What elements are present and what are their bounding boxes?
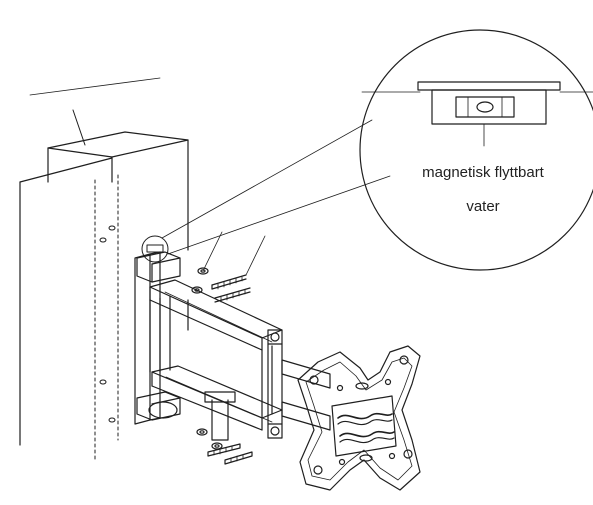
- callout-label-line2: vater: [466, 198, 500, 215]
- callout-circle: [359, 29, 593, 271]
- outer-arms: [204, 359, 331, 441]
- wall-plate: [134, 251, 181, 425]
- callout-leaders: [161, 119, 391, 255]
- arm-frame-verticals: [149, 295, 273, 419]
- screws-top: [191, 231, 266, 303]
- tv-mounting-plate: [297, 345, 421, 491]
- screws-bottom: [196, 428, 253, 465]
- reference-line: [29, 77, 161, 96]
- bottom-pivot: [148, 401, 178, 419]
- wall-stud: [19, 109, 189, 461]
- middle-hinge: [267, 329, 283, 439]
- wall-screw-holes: [99, 225, 116, 423]
- level-on-bracket: [141, 235, 169, 263]
- callout-label-line1: magnetisk flyttbart: [422, 164, 544, 181]
- magnetic-bubble-level: [417, 81, 561, 147]
